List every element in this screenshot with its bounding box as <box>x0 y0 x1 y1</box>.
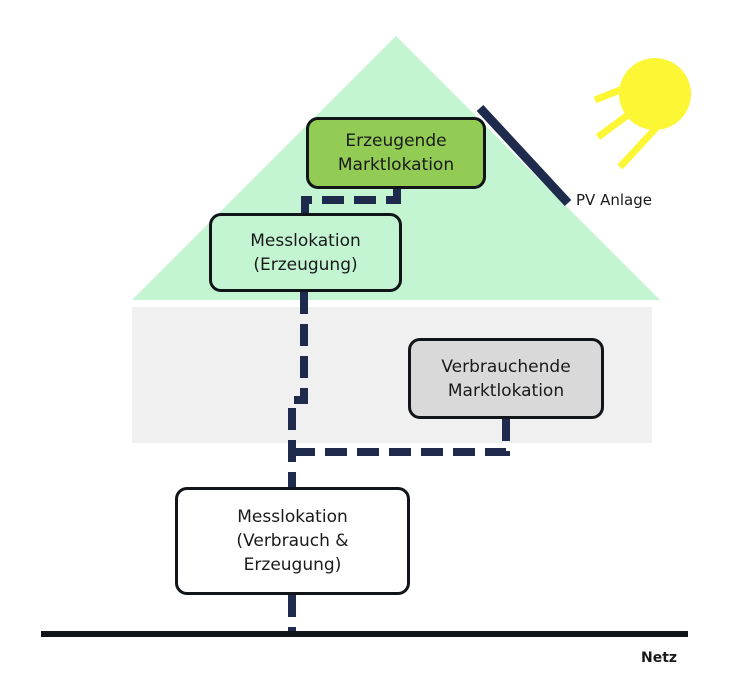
metering-location-combined-node[interactable]: Messlokation (Verbrauch & Erzeugung) <box>175 487 410 595</box>
pv-system-label: PV Anlage <box>576 191 652 209</box>
solar-panel-icon <box>476 104 572 207</box>
node-label-line: Messlokation <box>237 507 348 527</box>
grid-label: Netz <box>641 650 678 666</box>
node-label-line: (Erzeugung) <box>253 254 358 275</box>
node-label-line: Verbrauchende <box>441 356 571 377</box>
node-label-line: Marktlokation <box>447 380 565 401</box>
consuming-market-location-node[interactable]: Verbrauchende Marktlokation <box>408 338 604 419</box>
generating-market-location-node[interactable]: Erzeugende Marktlokation <box>306 117 486 189</box>
node-label-line: Erzeugung) <box>243 555 342 575</box>
node-label-line: Messlokation <box>250 230 361 251</box>
node-label-line: Erzeugende <box>345 131 447 151</box>
node-label-line: Marktlokation <box>337 155 455 175</box>
metering-location-generation-node[interactable]: Messlokation (Erzeugung) <box>209 213 402 292</box>
connector-malo-to-melo-generation <box>301 189 401 213</box>
connector-consuming-malo <box>292 419 510 456</box>
connector-melo-generation-down <box>288 292 308 487</box>
sun-icon <box>593 58 691 170</box>
node-label-line: (Verbrauch & <box>236 531 349 551</box>
